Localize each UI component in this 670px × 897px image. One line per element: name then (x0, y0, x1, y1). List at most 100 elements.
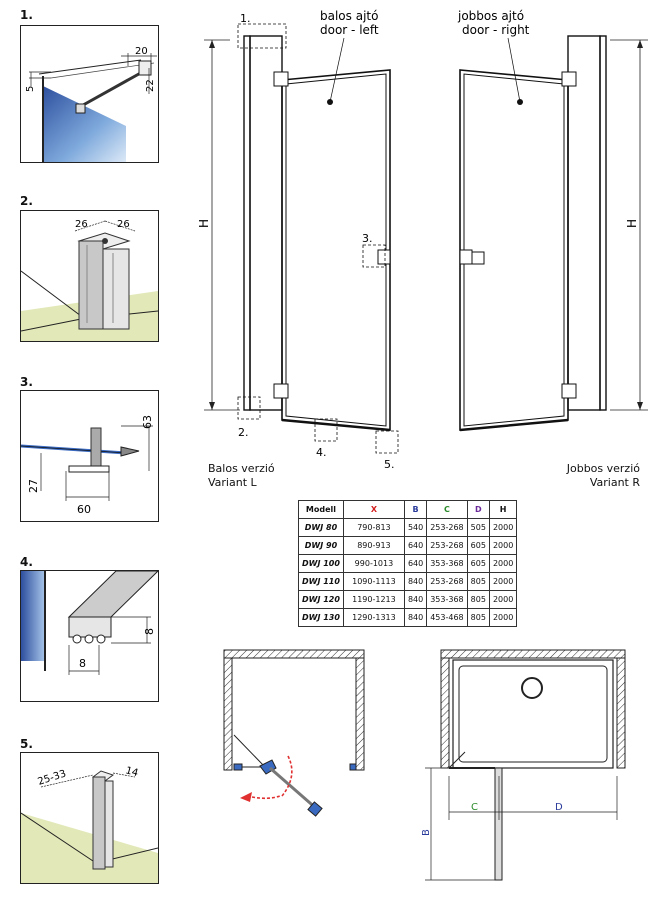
table-cell: 353-368 (426, 590, 468, 609)
plan-label-b: B (421, 829, 432, 836)
table-header-row: Modell X B C D H (298, 500, 518, 519)
table-cell: DWJ 100 (298, 554, 344, 573)
detail-1-drawing: 20 5 22 (25, 46, 157, 162)
table-cell: 2000 (488, 608, 518, 627)
detail-2-number: 2. (20, 194, 33, 208)
col-header-model: Modell (298, 500, 344, 519)
table-cell: 2000 (488, 590, 518, 609)
door-elevation-drawing: H 1. 2. 3. 4. 5. balos ajtó door - left … (197, 9, 648, 471)
detail-3-number: 3. (20, 375, 33, 389)
detail-3-dim-c: 60 (77, 503, 91, 516)
left-variant-en: Variant L (208, 476, 257, 489)
detail-2-dim-b: 26 (117, 219, 130, 230)
col-header-d: D (466, 500, 490, 519)
right-height-label: H (625, 219, 639, 228)
table-cell: 1190-1213 (342, 590, 405, 609)
col-header-x: X (342, 500, 405, 519)
detail-3-drawing: 63 27 60 (21, 415, 154, 516)
table-cell: 790-813 (342, 518, 405, 537)
right-door-title-en: door - right (462, 23, 530, 37)
left-door-title-en: door - left (320, 23, 379, 37)
left-variant-hu: Balos verzió (208, 462, 275, 475)
table-cell: 1290-1313 (342, 608, 405, 627)
col-header-h: H (488, 500, 518, 519)
col-header-b: B (403, 500, 428, 519)
detail-3-dim-b: 27 (27, 479, 40, 493)
table-cell: 840 (403, 572, 428, 591)
table-cell: 253-268 (426, 572, 468, 591)
callout-1: 1. (240, 12, 251, 25)
detail-1-number: 1. (20, 8, 33, 22)
table-cell: 353-368 (426, 554, 468, 573)
callout-3: 3. (362, 232, 373, 245)
table-cell: 453-468 (426, 608, 468, 627)
table-cell: DWJ 110 (298, 572, 344, 591)
detail-5-panel: 25-33 14 (20, 752, 159, 884)
table-cell: DWJ 120 (298, 590, 344, 609)
detail-4-number: 4. (20, 555, 33, 569)
table-cell: 2000 (488, 518, 518, 537)
table-cell: 2000 (488, 554, 518, 573)
left-variant-caption: Balos verzió Variant L (208, 462, 275, 490)
tray-plan-drawing: C D B (421, 649, 626, 881)
left-door-title-hu: balos ajtó (320, 9, 378, 23)
table-cell: 540 (403, 518, 428, 537)
detail-5-number: 5. (20, 737, 33, 751)
table-cell: DWJ 130 (298, 608, 344, 627)
detail-3-panel: 63 27 60 (20, 390, 159, 522)
plan-label-c: C (471, 802, 478, 813)
detail-1-dim-b: 5 (25, 86, 36, 92)
right-variant-hu: Jobbos verzió (566, 462, 640, 475)
table-cell: 605 (466, 554, 490, 573)
detail-4-dim-a: 8 (143, 628, 156, 635)
right-door-title-hu: jobbos ajtó (457, 9, 524, 23)
table-cell: DWJ 90 (298, 536, 344, 555)
table-cell: 805 (466, 572, 490, 591)
swing-plan-drawing (223, 649, 365, 817)
table-cell: 805 (466, 590, 490, 609)
detail-2-drawing: 26 26 (21, 219, 158, 341)
table-cell: 1090-1113 (342, 572, 405, 591)
detail-4-drawing: 8 8 (21, 571, 158, 675)
table-cell: 605 (466, 536, 490, 555)
detail-5-dim-a: 25-33 (37, 768, 68, 787)
table-cell: 2000 (488, 572, 518, 591)
callout-5: 5. (384, 458, 395, 471)
table-cell: 505 (466, 518, 490, 537)
detail-2-dim-a: 26 (75, 219, 88, 230)
detail-1-dim-a: 20 (135, 46, 148, 57)
col-header-c: C (426, 500, 468, 519)
table-cell: 640 (403, 536, 428, 555)
table-cell: DWJ 80 (298, 518, 344, 537)
table-cell: 840 (403, 608, 428, 627)
detail-4-dim-b: 8 (79, 657, 86, 670)
table-cell: 640 (403, 554, 428, 573)
callout-2: 2. (238, 426, 249, 439)
table-cell: 990-1013 (342, 554, 405, 573)
callout-4: 4. (316, 446, 327, 459)
detail-3-dim-a: 63 (141, 415, 154, 429)
detail-4-panel: 8 8 (20, 570, 159, 702)
detail-2-panel: 26 26 (20, 210, 159, 342)
table-cell: 890-913 (342, 536, 405, 555)
plan-label-d: D (555, 802, 563, 813)
detail-5-drawing: 25-33 14 (21, 765, 158, 883)
detail-1-panel: 20 5 22 (20, 25, 159, 163)
table-cell: 253-268 (426, 536, 468, 555)
table-cell: 805 (466, 608, 490, 627)
left-height-label: H (197, 219, 211, 228)
right-variant-caption: Jobbos verzió Variant R (560, 462, 640, 490)
table-cell: 2000 (488, 536, 518, 555)
right-variant-en: Variant R (589, 476, 640, 489)
table-cell: 253-268 (426, 518, 468, 537)
detail-5-dim-b: 14 (124, 765, 139, 779)
detail-1-dim-c: 22 (145, 79, 156, 92)
